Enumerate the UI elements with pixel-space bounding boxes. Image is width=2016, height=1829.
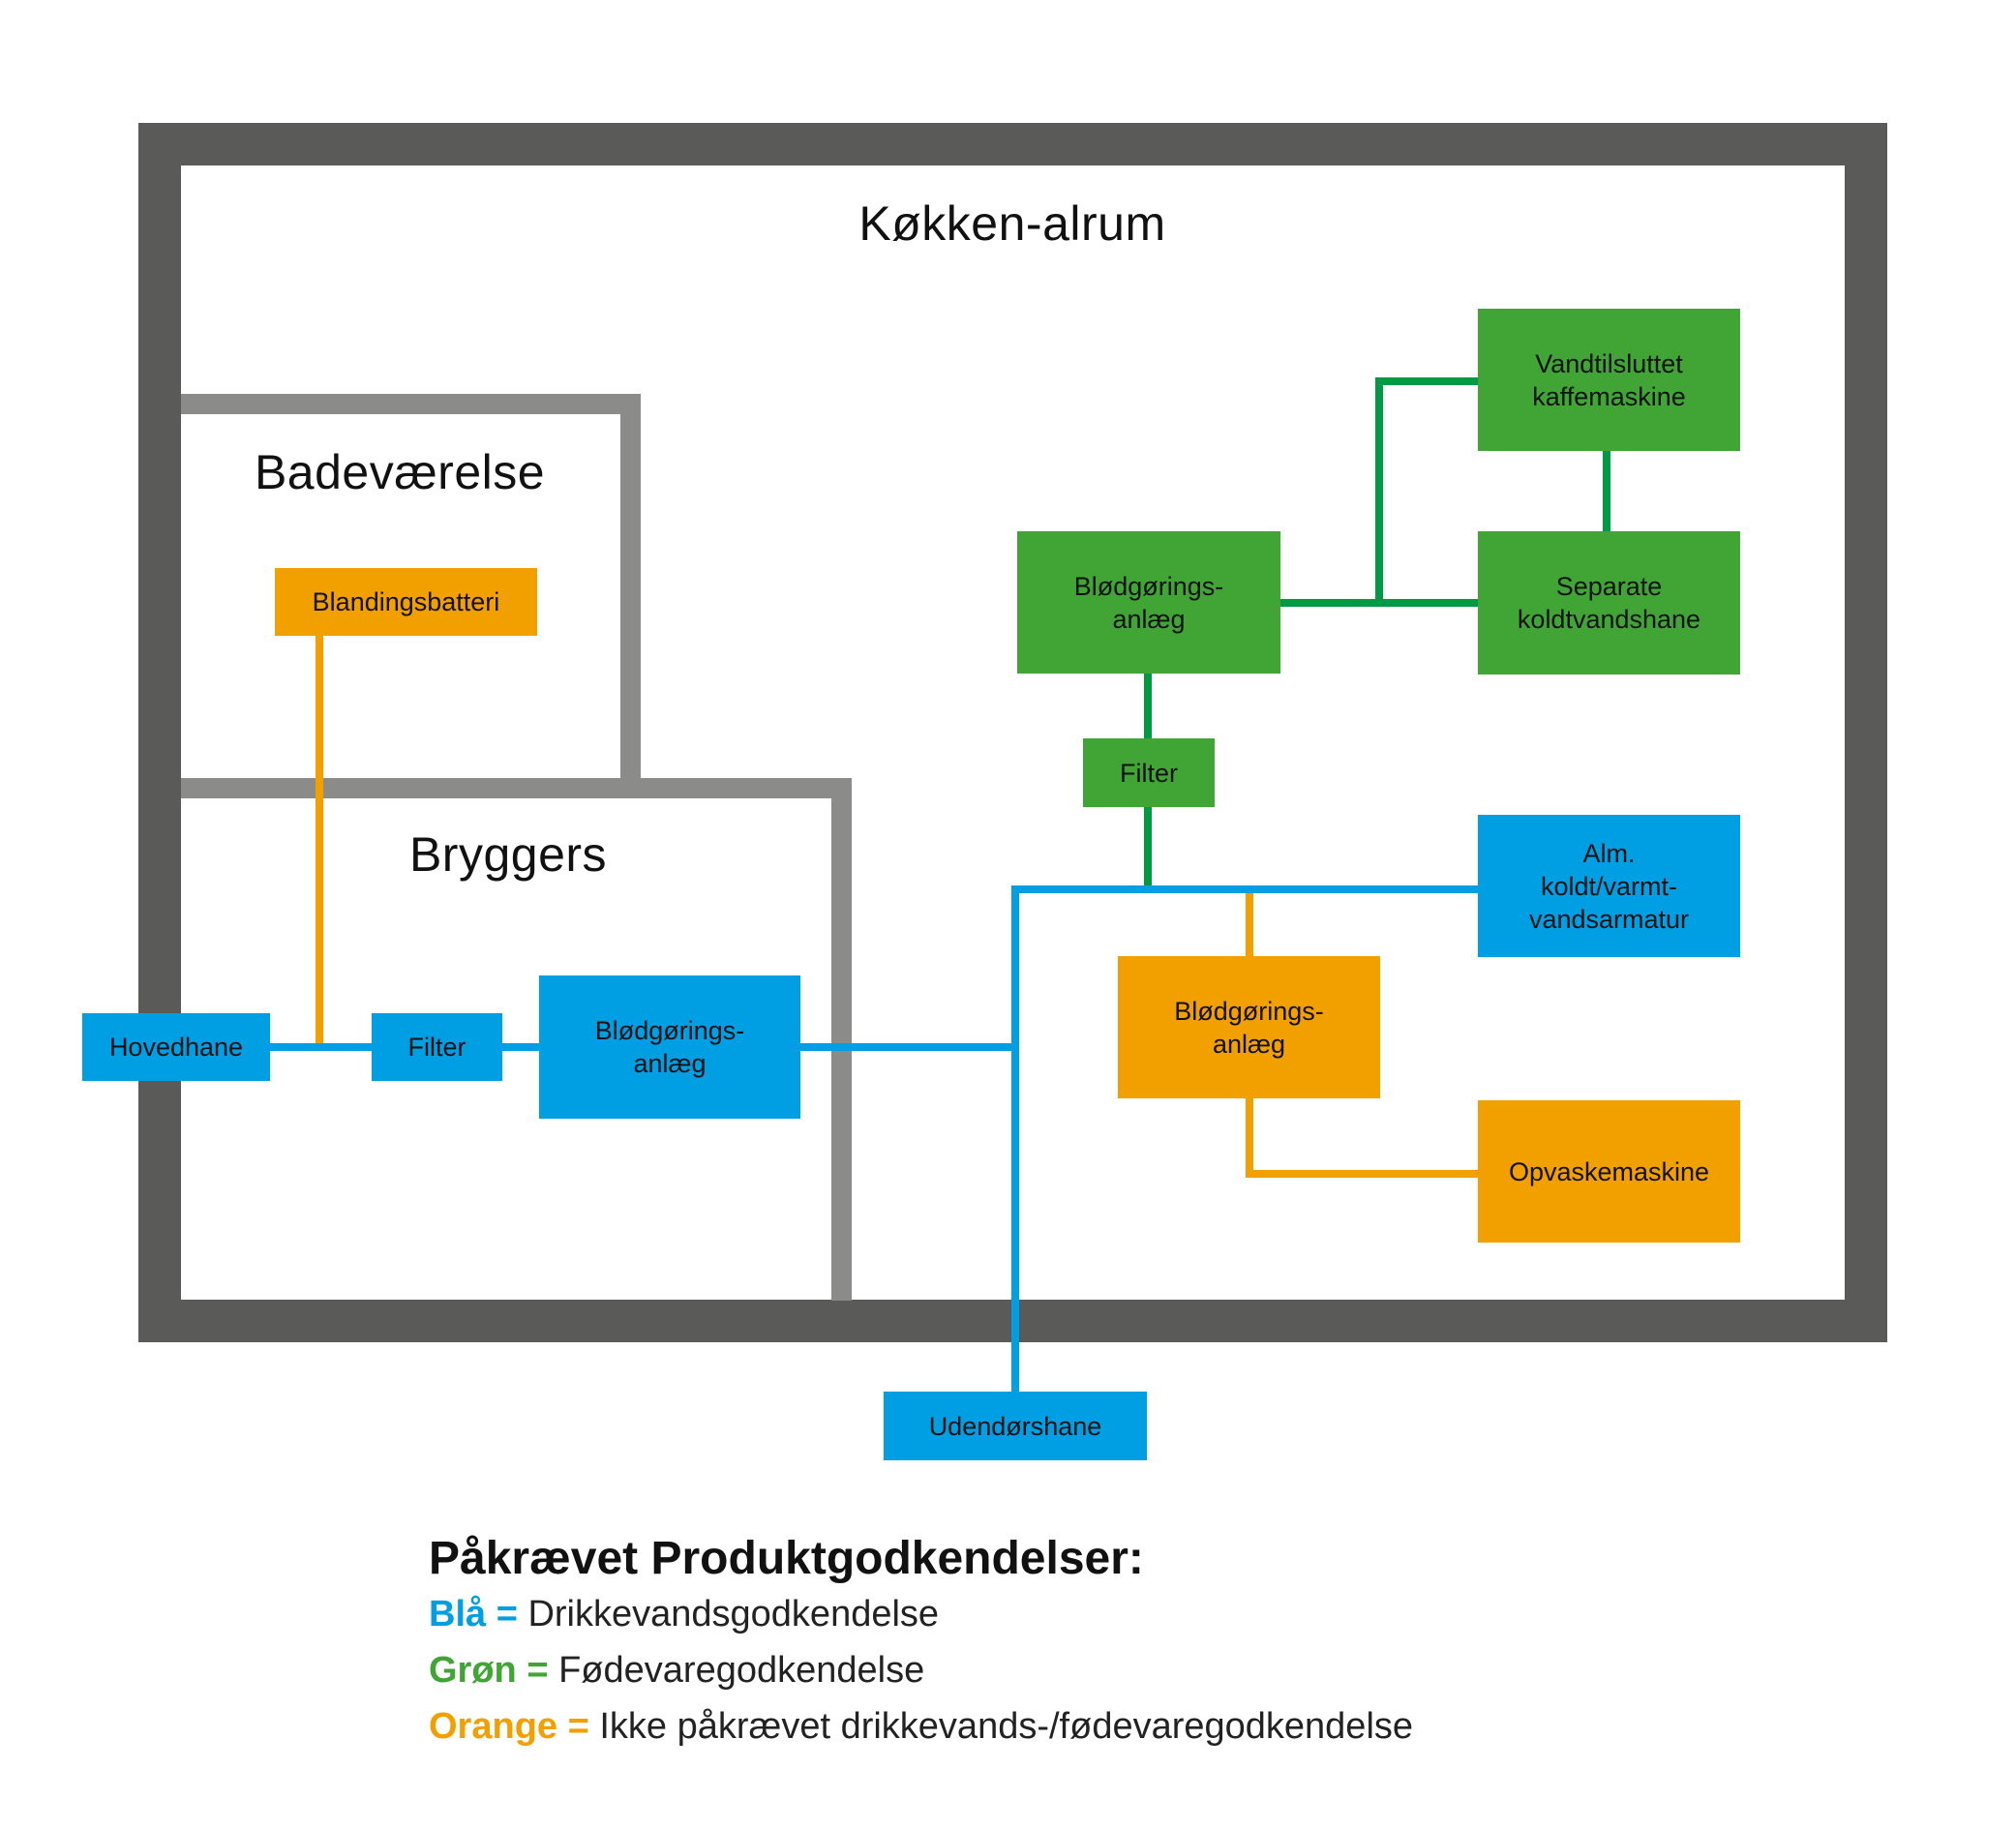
pipe-green-to-coffee bbox=[1375, 377, 1478, 385]
pipe-orange-down bbox=[1246, 1098, 1253, 1178]
pipe-green-coffee-to-tap bbox=[1603, 451, 1610, 531]
node-cold-water-tap: Separate koldtvandshane bbox=[1478, 531, 1740, 675]
room-label-bathroom: Badeværelse bbox=[254, 445, 546, 499]
node-outdoor-tap: Udendørshane bbox=[884, 1392, 1147, 1460]
room-label-utility: Bryggers bbox=[408, 827, 608, 882]
pipe-green-softener-to-filter bbox=[1144, 674, 1152, 738]
pipe-green-loop-vertical bbox=[1375, 377, 1383, 607]
legend-key-green: Grøn = bbox=[429, 1650, 549, 1691]
pipe-orange-to-softener bbox=[1246, 893, 1253, 956]
legend-title: Påkrævet Produktgodkendelser: bbox=[429, 1533, 1144, 1584]
node-filter-green: Filter bbox=[1083, 738, 1215, 807]
node-water-softener-orange: Blødgørings- anlæg bbox=[1118, 956, 1380, 1098]
legend: Påkrævet Produktgodkendelser: Blå = Drik… bbox=[429, 1532, 1413, 1754]
legend-item-orange: Orange = Ikke påkrævet drikkevands-/føde… bbox=[429, 1698, 1413, 1754]
legend-desc-orange: Ikke påkrævet drikkevands-/fødevaregodke… bbox=[599, 1706, 1414, 1747]
utility-right-wall bbox=[831, 778, 852, 1301]
node-water-softener-green: Blødgørings- anlæg bbox=[1017, 531, 1280, 674]
legend-key-blue: Blå = bbox=[429, 1594, 518, 1634]
pipe-orange-bathroom bbox=[316, 636, 323, 1043]
node-coffee-machine: Vandtilsluttet kaffemaskine bbox=[1478, 309, 1740, 451]
legend-item-green: Grøn = Fødevaregodkendelse bbox=[429, 1642, 1413, 1698]
legend-key-orange: Orange = bbox=[429, 1706, 589, 1747]
pipe-blue-kitchen-horizontal bbox=[1011, 885, 1478, 893]
legend-item-blue: Blå = Drikkevandsgodkendelse bbox=[429, 1586, 1413, 1642]
pipe-green-filter-to-blue bbox=[1144, 807, 1152, 885]
bathroom-right-wall bbox=[620, 394, 641, 798]
node-filter-utility: Filter bbox=[372, 1013, 502, 1081]
node-mixer-tap: Blandingsbatteri bbox=[275, 568, 537, 636]
node-main-valve: Hovedhane bbox=[82, 1013, 270, 1081]
bathroom-top-wall bbox=[181, 394, 641, 414]
node-dishwasher: Opvaskemaskine bbox=[1478, 1100, 1740, 1243]
pipe-orange-to-dishwasher bbox=[1246, 1170, 1478, 1178]
legend-desc-green: Fødevaregodkendelse bbox=[558, 1650, 925, 1691]
node-water-softener-blue: Blødgørings- anlæg bbox=[539, 975, 800, 1119]
utility-top-wall bbox=[181, 778, 852, 798]
node-general-tap: Alm. koldt/varmt- vandsarmatur bbox=[1478, 815, 1740, 957]
room-label-kitchen: Køkken-alrum bbox=[858, 196, 1166, 251]
pipe-blue-riser bbox=[1011, 885, 1019, 1392]
legend-desc-blue: Drikkevandsgodkendelse bbox=[527, 1594, 940, 1634]
